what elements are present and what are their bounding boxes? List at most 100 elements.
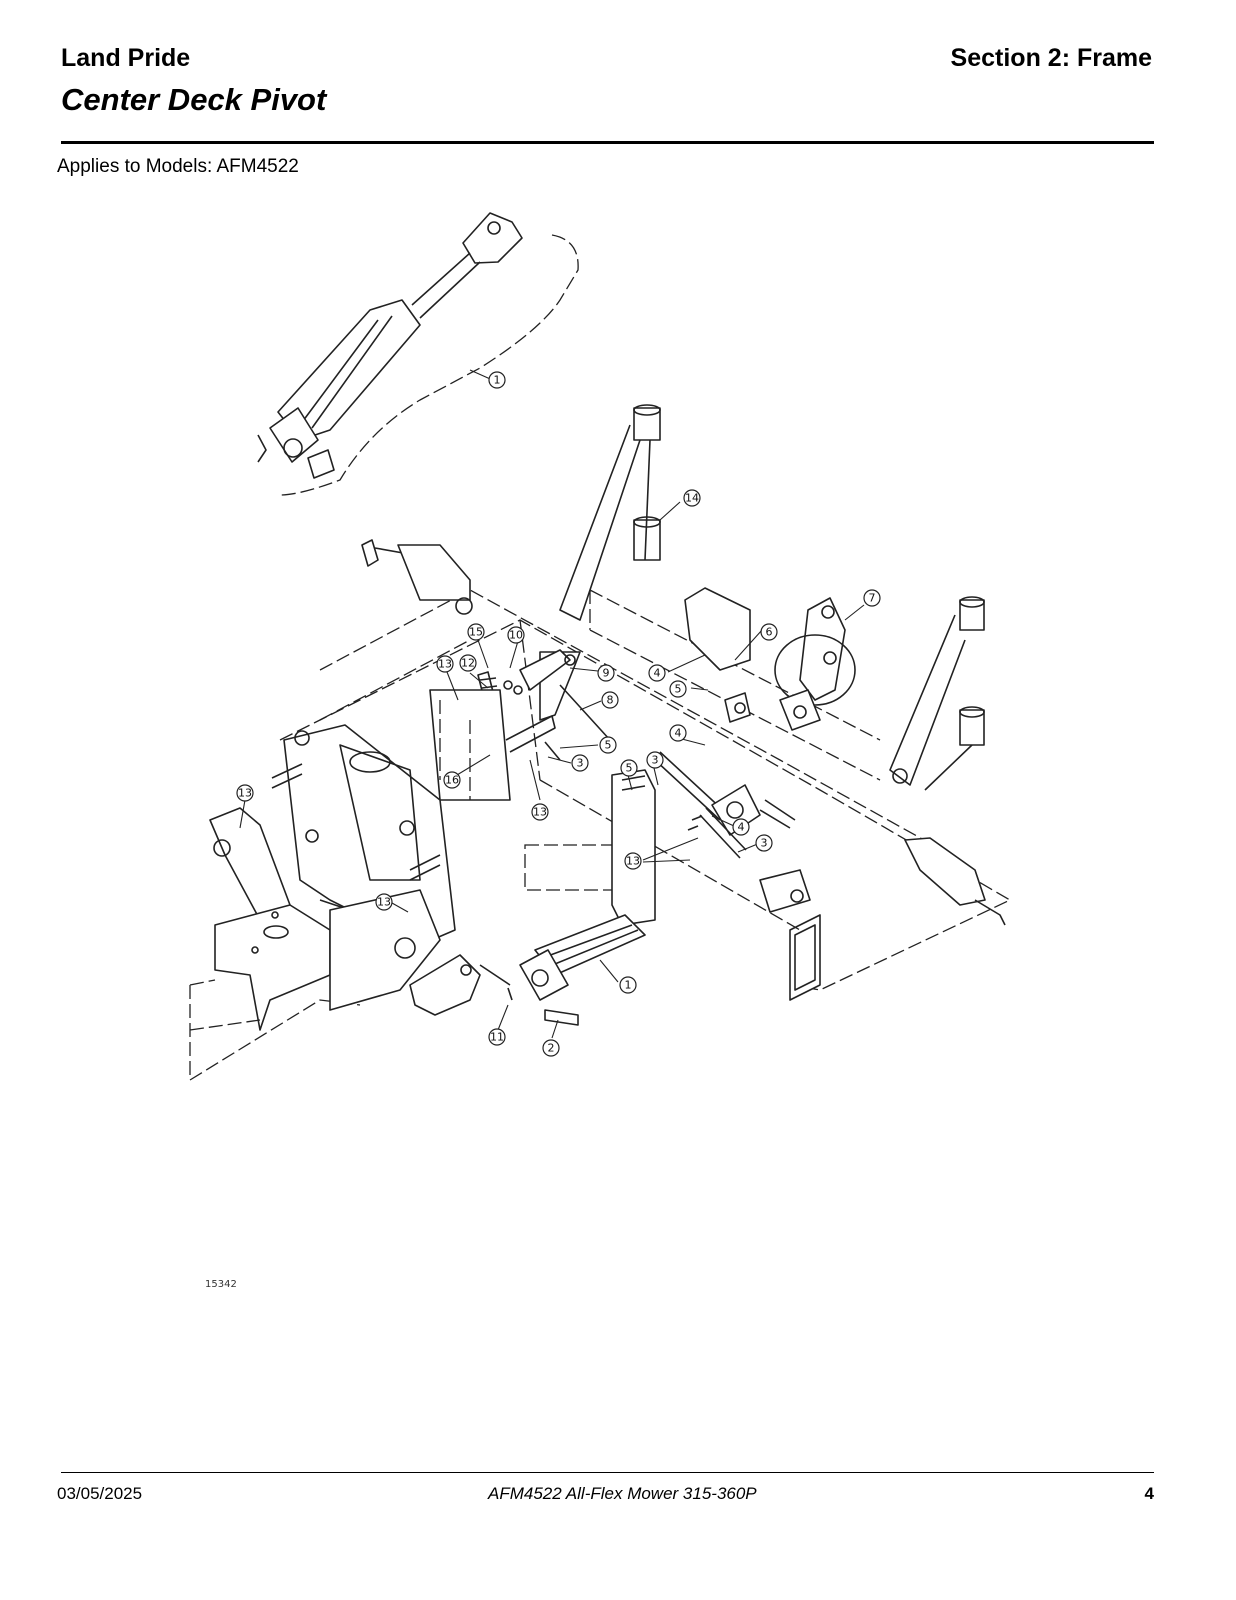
callout-label: 13 (626, 855, 640, 868)
callout-13: 13 (236, 784, 254, 802)
callout-7: 7 (863, 589, 881, 607)
center-pivot-links (429, 649, 611, 801)
callout-circle (597, 664, 615, 682)
callout-circle (646, 751, 664, 769)
callout-8: 8 (601, 691, 619, 709)
callout-circle (683, 489, 701, 507)
callout-label: 3 (761, 837, 768, 850)
callout-circle (542, 1039, 560, 1057)
callout-label: 8 (607, 694, 614, 707)
callout-label: 16 (445, 774, 459, 787)
callout-13: 13 (624, 852, 642, 870)
callout-circle (436, 655, 454, 673)
callout-5: 5 (669, 680, 687, 698)
callout-label: 1 (494, 374, 501, 387)
callout-circle (599, 736, 617, 754)
figure-number: 15342 (205, 1279, 237, 1290)
callout-label: 5 (605, 739, 612, 752)
callout-circle (571, 754, 589, 772)
callout-12: 12 (459, 654, 477, 672)
footer-model: AFM4522 All-Flex Mower 315-360P (488, 1484, 757, 1503)
callout-circle (760, 623, 778, 641)
callout-label: 13 (533, 806, 547, 819)
callout-6: 6 (760, 623, 778, 641)
callout-circle (863, 589, 881, 607)
callout-label: 3 (652, 754, 659, 767)
callout-4: 4 (669, 724, 687, 742)
callout-label: 3 (577, 757, 584, 770)
callout-3: 3 (755, 834, 773, 852)
callout-13: 13 (375, 893, 393, 911)
callout-circle (488, 371, 506, 389)
callout-label: 14 (685, 492, 699, 505)
leader-lines (239, 369, 865, 1039)
callout-circle (648, 664, 666, 682)
callout-4: 4 (648, 664, 666, 682)
callout-2: 2 (542, 1039, 560, 1057)
callout-circle (601, 691, 619, 709)
callout-circle (236, 784, 254, 802)
callout-label: 4 (738, 821, 745, 834)
callout-circle (624, 852, 642, 870)
footer-rule (61, 1472, 1154, 1473)
upright-mast-left (559, 404, 661, 621)
callout-circle (443, 771, 461, 789)
applies-to-models: Applies to Models: AFM4522 (57, 156, 299, 177)
center-block (524, 769, 656, 926)
callout-circle (459, 654, 477, 672)
brand-name: Land Pride (61, 44, 191, 72)
right-spindle (759, 837, 1006, 926)
callout-3: 3 (571, 754, 589, 772)
callout-4: 4 (732, 818, 750, 836)
callout-label: 4 (675, 727, 682, 740)
footer-date: 03/05/2025 (57, 1484, 143, 1503)
left-spindle (361, 539, 473, 615)
callout-circle (732, 818, 750, 836)
upright-mast-right (889, 596, 985, 791)
callout-label: 10 (509, 629, 523, 642)
callout-label: 2 (548, 1042, 555, 1055)
hydraulic-cylinder-top (257, 212, 579, 496)
callout-13: 13 (436, 655, 454, 673)
section-title: Section 2: Frame (950, 44, 1152, 72)
page-title: Center Deck Pivot (61, 82, 327, 117)
callout-circle (669, 724, 687, 742)
callout-15: 15 (467, 623, 485, 641)
callout-label: 15 (469, 626, 483, 639)
callout-14: 14 (683, 489, 701, 507)
callout-1: 1 (619, 976, 637, 994)
callout-label: 7 (869, 592, 876, 605)
callout-1: 1 (488, 371, 506, 389)
callout-label: 9 (603, 667, 610, 680)
callout-label: 11 (490, 1031, 504, 1044)
callout-5: 5 (620, 759, 638, 777)
callout-circle (669, 680, 687, 698)
callout-circle (620, 759, 638, 777)
callout-label: 5 (675, 683, 682, 696)
callout-5: 5 (599, 736, 617, 754)
callout-10: 10 (507, 626, 525, 644)
callout-label: 13 (438, 658, 452, 671)
callout-circle (467, 623, 485, 641)
header-rule (61, 141, 1154, 144)
callout-circle (531, 803, 549, 821)
page-number: 4 (1144, 1484, 1154, 1503)
callout-circle (755, 834, 773, 852)
callout-label: 5 (626, 762, 633, 775)
callout-label: 1 (625, 979, 632, 992)
callout-9: 9 (597, 664, 615, 682)
callout-label: 6 (766, 626, 773, 639)
callout-13: 13 (531, 803, 549, 821)
callout-circle (619, 976, 637, 994)
pivot-bracket-right (684, 587, 856, 731)
callout-label: 4 (654, 667, 661, 680)
hydraulic-cylinder-bottom (479, 914, 646, 1026)
right-pivot-assembly (654, 751, 796, 859)
callout-label: 13 (238, 787, 252, 800)
callout-circle (375, 893, 393, 911)
left-lower-bracket (189, 889, 481, 1081)
callout-3: 3 (646, 751, 664, 769)
callout-16: 16 (443, 771, 461, 789)
